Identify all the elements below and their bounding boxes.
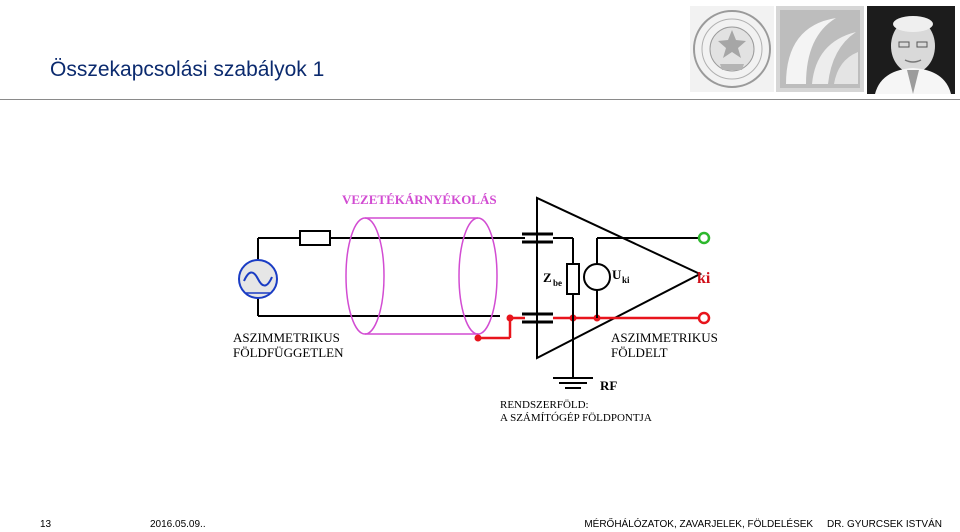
faculty-logo	[776, 6, 864, 92]
output-voltage-source-icon	[583, 263, 611, 291]
amplifier-triangle	[536, 196, 703, 360]
left-label-line1: ASZIMMETRIKUS	[233, 330, 340, 345]
series-resistor	[299, 230, 331, 246]
footer-text: MÉRŐHÁLÓZATOK, ZAVARJELEK, FÖLDELÉSEK DR…	[584, 519, 942, 530]
output-terminal-signal	[697, 231, 711, 245]
rf-label: RF	[600, 378, 617, 393]
right-label-line2: FÖLDELT	[611, 345, 668, 360]
input-impedance-resistor	[566, 263, 580, 295]
header-divider	[0, 99, 960, 100]
shield-ground-node	[474, 334, 482, 342]
slide-number: 13	[40, 519, 52, 530]
zbe-subscript: be	[553, 278, 562, 288]
slide-title: Összekapcsolási szabályok 1	[50, 58, 325, 81]
slide-header: Összekapcsolási szabályok 1	[0, 0, 960, 100]
right-label-line1: ASZIMMETRIKUS	[611, 330, 718, 345]
uki-subscript: ki	[622, 275, 630, 285]
shield-label: VEZETÉKÁRNYÉKOLÁS	[342, 192, 497, 207]
ground-label-line2: A SZÁMÍTÓGÉP FÖLDPONTJA	[500, 412, 652, 424]
ground-junction-node	[506, 314, 514, 322]
zbe-label: Z	[543, 270, 552, 285]
ground-label-line1: RENDSZERFÖLD:	[500, 399, 589, 411]
output-label: ki	[697, 270, 711, 287]
shielding-circuit-diagram: VEZETÉKÁRNYÉKOLÁS Z be U ki ki	[233, 192, 718, 424]
left-label-line2: FÖLDFÜGGETLEN	[233, 345, 344, 360]
slide-date: 2016.05.09..	[150, 519, 206, 530]
uki-label: U	[612, 267, 622, 282]
university-seal-logo	[690, 6, 774, 92]
sine-wave-icon	[243, 271, 273, 287]
output-terminal-ground	[697, 311, 711, 325]
slide-footer: 13 2016.05.09.. MÉRŐHÁLÓZATOK, ZAVARJELE…	[0, 512, 960, 532]
author-portrait	[867, 6, 955, 94]
